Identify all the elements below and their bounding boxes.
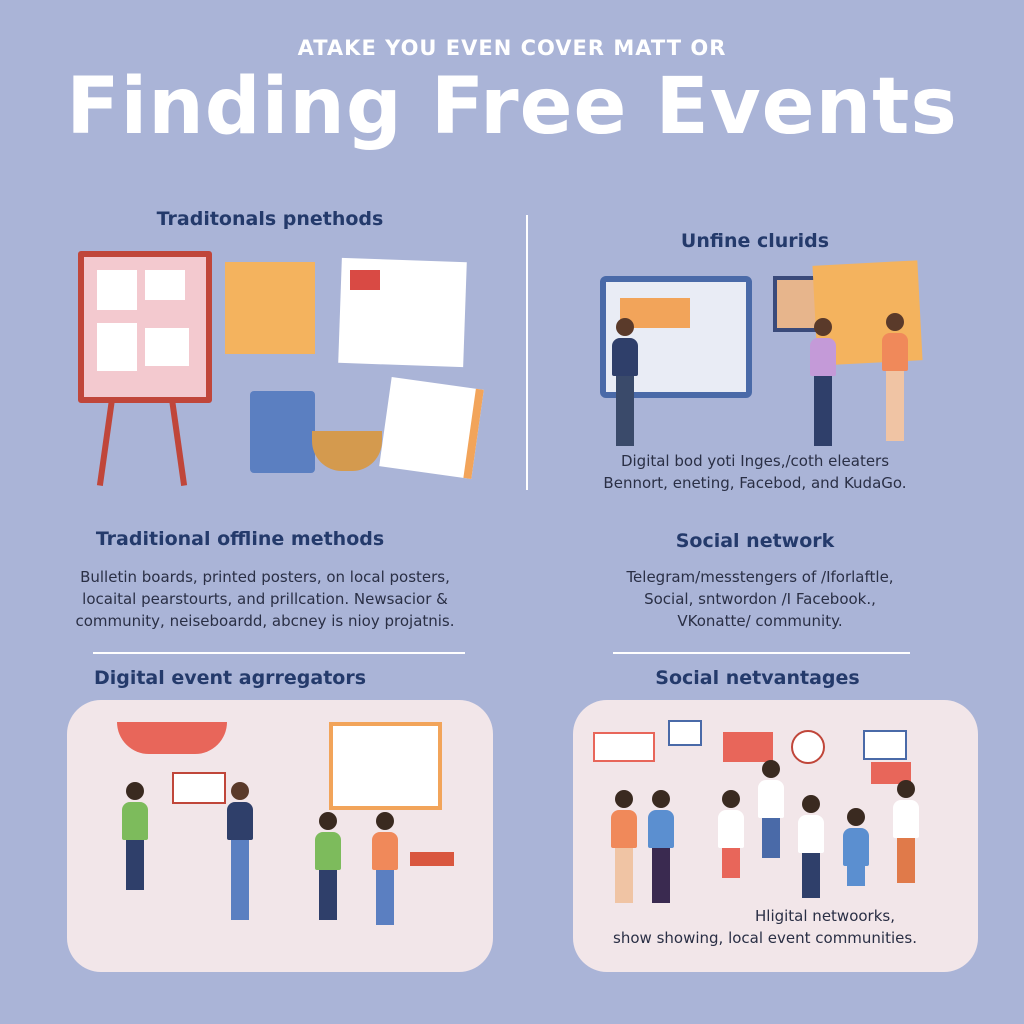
- chat-bubble-icon: [871, 762, 911, 784]
- digital-aggregators-heading: Digital event agrregators: [93, 667, 367, 689]
- poster-icon: [225, 262, 315, 354]
- person-figure: [893, 780, 919, 883]
- body-line: community, neiseboardd, abcney is nioy p…: [75, 612, 455, 630]
- top-left-heading: Traditonals pnethods: [156, 208, 384, 230]
- caption-line: Hligital netwoorks,: [755, 907, 895, 925]
- traditional-offline-body: Bulletin boards, printed posters, on loc…: [55, 566, 475, 632]
- person-figure: [882, 313, 908, 441]
- person-figure: [843, 808, 869, 886]
- traditional-methods-illustration: [75, 248, 485, 498]
- chat-bubble-icon: [593, 732, 655, 762]
- note-icon: [97, 323, 137, 371]
- poster-icon: [172, 772, 226, 804]
- horizontal-divider: [93, 652, 465, 654]
- traditional-offline-heading: Traditional offline methods: [95, 528, 385, 550]
- body-line: VKonatte/ community.: [677, 612, 843, 630]
- body-line: Telegram/messtengers of /Iforlaftle,: [626, 568, 894, 586]
- online-methods-illustration: [600, 258, 930, 453]
- person-figure: [315, 812, 341, 920]
- top-right-heading: Unfine clurids: [680, 230, 830, 252]
- note-icon: [97, 270, 137, 310]
- horizontal-divider: [613, 652, 910, 654]
- easel-leg: [168, 398, 188, 486]
- person-figure: [718, 790, 744, 878]
- caption-line: Bennort, eneting, Facebod, and KudaGo.: [603, 474, 907, 492]
- social-network-heading: Social network: [675, 530, 835, 552]
- papers-icon: [379, 376, 484, 480]
- chat-bubble-icon: [668, 720, 702, 746]
- person-figure: [810, 318, 836, 446]
- person-figure: [611, 790, 637, 903]
- flag-icon: [350, 270, 380, 290]
- caption-line: Digital bod yoti Inges,/coth eleaters: [620, 452, 890, 470]
- social-panel-caption: Hligital netwoorks, show showing, local …: [600, 905, 930, 949]
- person-figure: [372, 812, 398, 925]
- caption-line: show showing, local event communities.: [613, 929, 917, 947]
- social-panel: [573, 700, 978, 972]
- easel-leg: [96, 398, 116, 486]
- subtitle: ATAKE YOU EVEN COVER MATT OR: [297, 36, 727, 60]
- person-figure: [648, 790, 674, 903]
- person-figure: [758, 760, 784, 858]
- note-icon: [145, 328, 189, 366]
- stool-icon: [410, 852, 454, 866]
- body-line: Social, sntwordon /I Facebook.,: [644, 590, 876, 608]
- page-title: Finding Free Events: [66, 62, 958, 152]
- person-figure: [798, 795, 824, 898]
- social-network-body: Telegram/messtengers of /Iforlaftle, Soc…: [580, 566, 940, 632]
- chat-bubble-icon: [863, 730, 907, 760]
- body-line: locaital pearstourts, and prillcation. N…: [82, 590, 448, 608]
- trash-bin-icon: [250, 391, 315, 473]
- aggregators-panel: [67, 700, 493, 972]
- heart-icon: [791, 730, 825, 764]
- speech-banner-icon: [117, 722, 227, 754]
- social-advantages-heading: Social netvantages: [655, 667, 860, 689]
- vertical-divider: [526, 215, 528, 490]
- event-board-icon: [329, 722, 442, 810]
- note-icon: [145, 270, 185, 300]
- chat-bubble-icon: [723, 732, 773, 762]
- basket-icon: [312, 431, 382, 471]
- body-line: Bulletin boards, printed posters, on loc…: [80, 568, 450, 586]
- person-figure: [612, 318, 638, 446]
- person-figure: [227, 782, 253, 920]
- top-right-caption: Digital bod yoti Inges,/coth eleaters Be…: [570, 450, 940, 494]
- person-figure: [122, 782, 148, 890]
